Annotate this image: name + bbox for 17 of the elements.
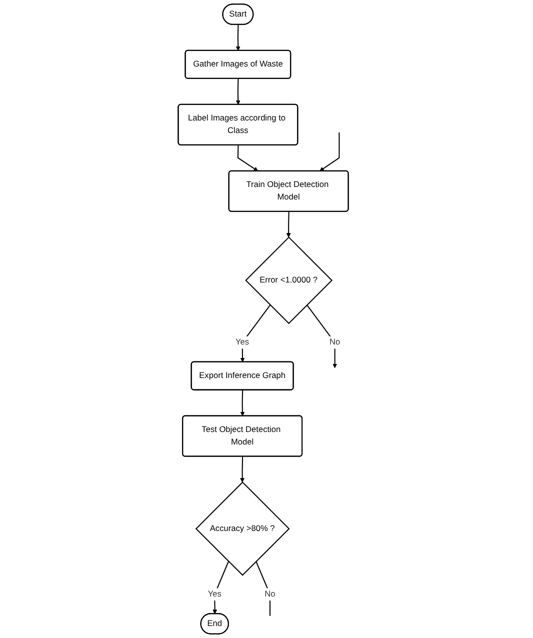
edge-label: No: [330, 338, 340, 347]
arrow: [240, 390, 245, 416]
edge-label: No: [264, 590, 276, 599]
arrow: [236, 78, 240, 105]
arrow: [212, 561, 230, 614]
arrow: [306, 304, 338, 368]
arrow: [236, 24, 240, 51]
edge-label: Yes: [208, 590, 222, 599]
edge-label: Yes: [236, 338, 250, 347]
connector: [256, 561, 270, 616]
node-diamond: Error <1.0000 ?: [245, 236, 333, 324]
arrow: [319, 132, 340, 172]
arrow: [240, 456, 245, 482]
arrow: [286, 212, 291, 238]
arrow: [237, 145, 258, 172]
node-diamond: Accuracy >80% ?: [195, 482, 290, 576]
arrow: [240, 304, 271, 362]
